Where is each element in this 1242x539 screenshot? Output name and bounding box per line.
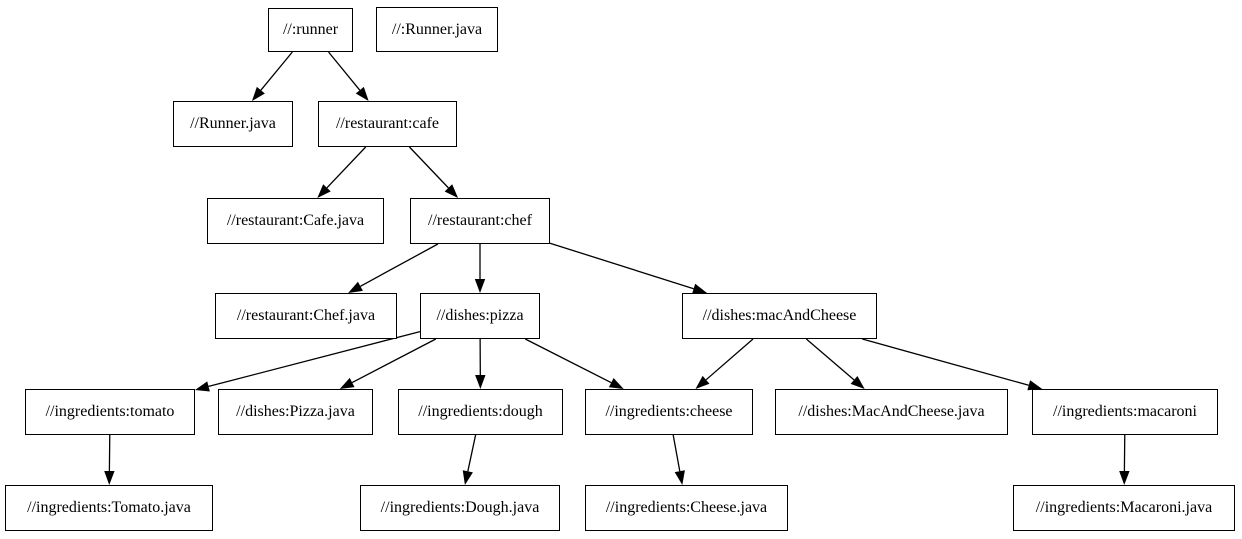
edge-line xyxy=(467,434,477,472)
edge-line xyxy=(360,243,439,287)
graph-node-label: //ingredients:Cheese.java xyxy=(605,499,768,516)
graph-node-label: //ingredients:Macaroni.java xyxy=(1035,499,1213,516)
graph-node-chef_java: //restaurant:Chef.java xyxy=(215,293,397,339)
arrowhead-icon xyxy=(1027,380,1043,391)
edge-chef-to-chef_java xyxy=(348,243,439,293)
arrowhead-icon xyxy=(1119,470,1130,485)
edge-line xyxy=(328,51,361,91)
edge-line xyxy=(705,338,754,381)
graph-node-label: //ingredients:cheese xyxy=(605,403,733,420)
arrowhead-icon xyxy=(355,86,369,101)
edge-chef-to-pizza xyxy=(474,244,486,293)
graph-node-tomato: //ingredients:tomato xyxy=(25,389,195,435)
edge-pizza-to-pizza_java xyxy=(339,338,437,389)
graph-node-label: //:Runner.java xyxy=(391,20,483,38)
arrowhead-icon xyxy=(339,377,355,389)
arrowhead-icon xyxy=(695,375,710,389)
edge-line xyxy=(549,242,694,290)
graph-node-label: //restaurant:Cafe.java xyxy=(226,212,365,229)
edge-runner-to-runner_java xyxy=(251,51,293,101)
edge-pizza-to-tomato xyxy=(195,330,421,392)
graph-node-label: //ingredients:Dough.java xyxy=(380,499,540,516)
graph-node-label: //:runner xyxy=(282,21,339,38)
graph-node-dough: //ingredients:dough xyxy=(398,389,563,435)
graph-node-dough_java: //ingredients:Dough.java xyxy=(360,485,560,531)
graph-node-cafe_java: //restaurant:Cafe.java xyxy=(207,198,384,244)
graph-node-mac_and_cheese_java: //dishes:MacAndCheese.java xyxy=(775,389,1008,435)
arrowhead-icon xyxy=(674,470,685,485)
graph-node-runner: //:runner xyxy=(268,8,353,52)
edge-line xyxy=(862,338,1029,386)
edge-line xyxy=(326,146,367,189)
edge-line xyxy=(524,338,612,384)
graph-node-label: //ingredients:dough xyxy=(418,403,543,420)
edge-cafe-to-cafe_java xyxy=(317,146,367,198)
arrowhead-icon xyxy=(317,184,331,198)
graph-node-label: //ingredients:Tomato.java xyxy=(27,499,191,516)
arrowhead-icon xyxy=(850,375,865,389)
graph-node-runner_java: //Runner.java xyxy=(173,101,293,147)
arrowhead-icon xyxy=(444,184,459,198)
graph-node-pizza: //dishes:pizza xyxy=(420,293,540,339)
arrowhead-icon xyxy=(104,470,115,485)
graph-node-label: //dishes:MacAndCheese.java xyxy=(798,403,985,420)
edge-mac_and_cheese-to-mac_and_cheese_java xyxy=(805,338,865,389)
edge-line xyxy=(672,434,681,472)
graph-node-mac_and_cheese: //dishes:macAndCheese xyxy=(682,293,877,339)
edge-pizza-to-cheese xyxy=(524,338,624,389)
graph-node-tomato_java: //ingredients:Tomato.java xyxy=(5,485,213,531)
graph-node-macaroni_java: //ingredients:Macaroni.java xyxy=(1013,485,1235,531)
arrowhead-icon xyxy=(608,378,624,389)
graph-node-label: //dishes:pizza xyxy=(436,307,524,324)
graph-node-pizza_java: //dishes:Pizza.java xyxy=(218,389,373,435)
edge-line xyxy=(408,146,449,189)
arrowhead-icon xyxy=(475,374,486,389)
edge-mac_and_cheese-to-macaroni xyxy=(862,338,1043,391)
graph-node-label: //ingredients:macaroni xyxy=(1053,403,1197,420)
arrowhead-icon xyxy=(348,281,363,293)
graph-node-label: //restaurant:cafe xyxy=(335,115,440,132)
arrowhead-icon xyxy=(692,283,707,294)
graph-node-chef: //restaurant:chef xyxy=(410,198,550,244)
graph-node-cafe: //restaurant:cafe xyxy=(318,101,457,147)
graph-node-label: //dishes:macAndCheese xyxy=(702,307,857,324)
graph-node-cheese: //ingredients:cheese xyxy=(585,389,753,435)
graph-node-runner_java_top: //:Runner.java xyxy=(376,7,498,52)
edge-tomato-to-tomato_java xyxy=(104,434,115,485)
graph-node-cheese_java: //ingredients:Cheese.java xyxy=(585,485,788,531)
edge-line xyxy=(208,330,421,388)
graph-node-label: //ingredients:tomato xyxy=(45,403,175,420)
edge-mac_and_cheese-to-cheese xyxy=(695,338,754,389)
edge-runner-to-cafe xyxy=(328,51,369,101)
graph-node-label: //restaurant:Chef.java xyxy=(236,307,376,324)
edge-chef-to-mac_and_cheese xyxy=(549,242,707,294)
edge-cheese-to-cheese_java xyxy=(672,434,685,485)
edge-line xyxy=(351,338,437,384)
edge-line xyxy=(260,51,293,91)
edge-dough-to-dough_java xyxy=(462,434,477,485)
arrowhead-icon xyxy=(474,279,486,293)
graph-node-label: //Runner.java xyxy=(190,115,276,132)
arrowhead-icon xyxy=(195,381,210,392)
graph-node-label: //restaurant:chef xyxy=(428,212,532,229)
edge-line xyxy=(805,338,855,381)
edge-macaroni-to-macaroni_java xyxy=(1119,434,1130,485)
edge-pizza-to-dough xyxy=(475,338,486,389)
edge-cafe-to-chef xyxy=(408,146,459,198)
arrowhead-icon xyxy=(251,86,265,101)
graph-node-label: //dishes:Pizza.java xyxy=(236,403,355,420)
graph-node-macaroni: //ingredients:macaroni xyxy=(1032,389,1218,435)
arrowhead-icon xyxy=(462,470,473,485)
